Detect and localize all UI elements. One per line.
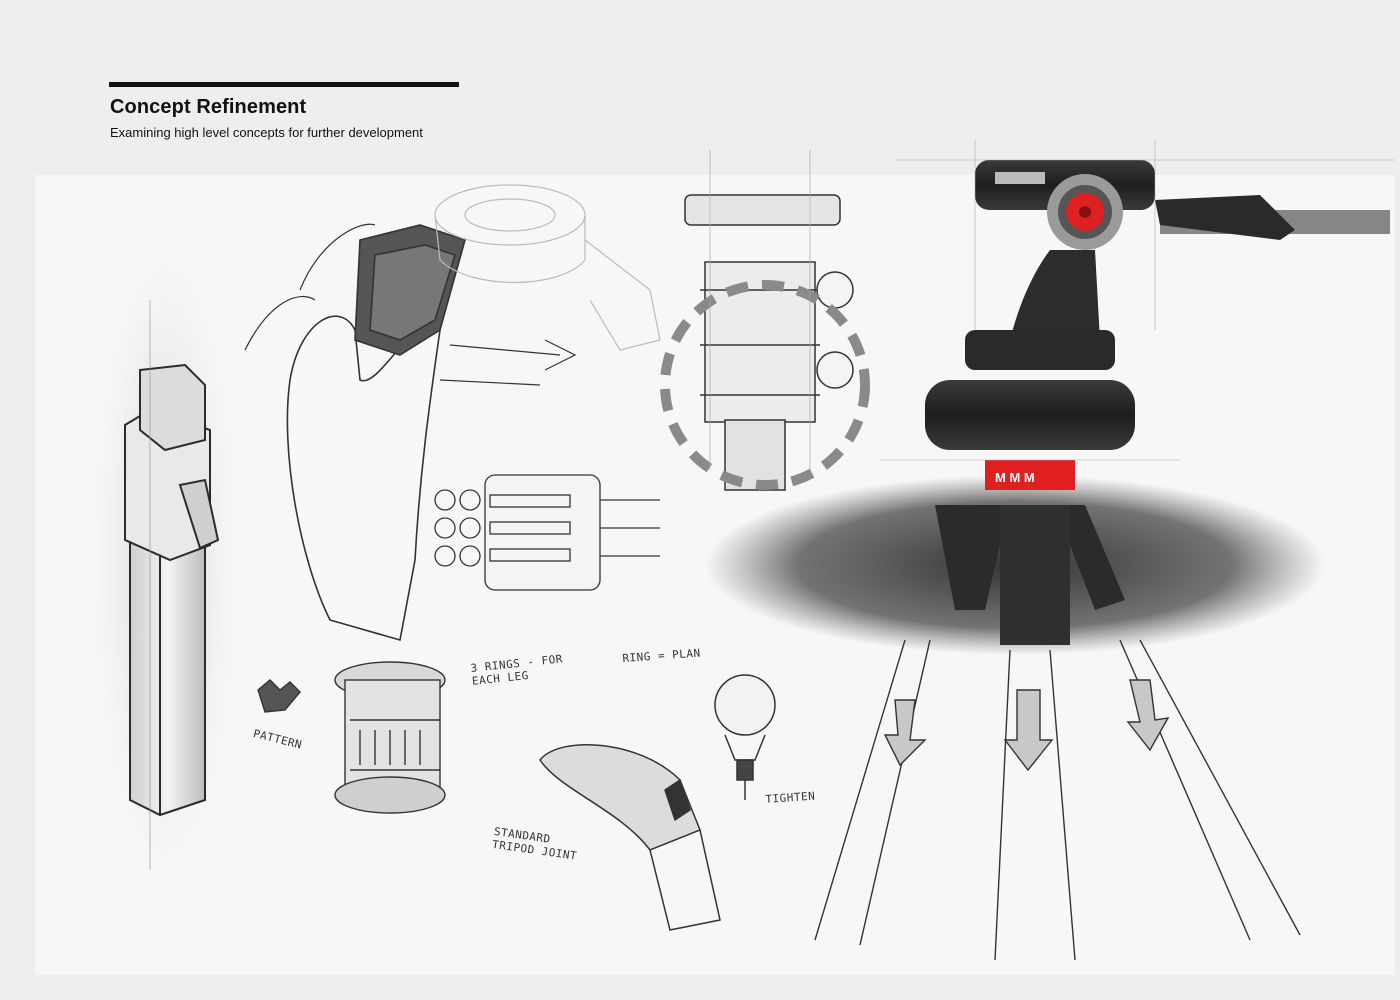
tripod-joint-sketch: [539, 744, 721, 931]
page-subtitle: Examining high level concepts for furthe…: [110, 125, 423, 140]
header-rule: [109, 82, 459, 87]
head-outline-sketch: [434, 184, 661, 351]
pattern-ring-sketch: [257, 661, 446, 814]
ring-stack-sketch: [434, 474, 660, 591]
tripod-legs-render: [814, 639, 1301, 961]
construction-lines: [880, 140, 1395, 461]
collar-ring-sketch: [660, 150, 870, 491]
svg-text:M M M: M M M: [995, 470, 1035, 485]
page-title: Concept Refinement: [110, 96, 307, 118]
tripod-head-render: M M M: [705, 160, 1390, 655]
hand-grip-sketch: [244, 223, 577, 642]
leg-lock-sketch: [90, 230, 240, 890]
ring-plan-sketch: [714, 674, 776, 800]
